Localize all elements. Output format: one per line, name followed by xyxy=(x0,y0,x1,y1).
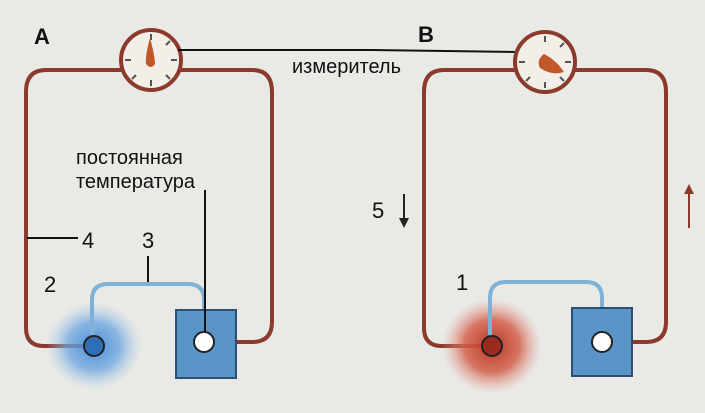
marker-3: 3 xyxy=(142,228,154,253)
reference-junction-b xyxy=(591,331,613,353)
panel-a: A постоянная температура 4 3 2 xyxy=(24,24,274,390)
dial-needle-b xyxy=(538,54,564,74)
panel-label-b: B xyxy=(418,22,434,47)
arrow-down-icon xyxy=(399,194,409,228)
constant-temp-label-line2: температура xyxy=(76,171,196,193)
circuit-wire-b xyxy=(422,68,518,348)
marker-5: 5 xyxy=(372,198,384,223)
meter-label-pointer-b xyxy=(371,49,521,53)
hot-junction-b xyxy=(481,335,503,357)
reference-junction-a xyxy=(193,331,215,353)
meter-dial-a xyxy=(119,28,183,92)
marker-2: 2 xyxy=(44,272,56,297)
thin-wire-a xyxy=(90,282,206,340)
meter-dial-b xyxy=(513,30,577,94)
panel-b: B 5 1 xyxy=(372,22,694,394)
panel-label-a: A xyxy=(34,24,50,49)
marker-4: 4 xyxy=(82,228,94,253)
thin-wire-b xyxy=(488,280,604,338)
constant-temp-label-line1: постоянная xyxy=(76,147,183,169)
circuit-wire-b-right xyxy=(572,68,668,344)
cold-junction-a xyxy=(83,335,105,357)
marker-1: 1 xyxy=(456,270,468,295)
arrow-up-icon xyxy=(684,184,694,228)
meter-label: измеритель xyxy=(292,56,401,78)
circuit-wire-a-right xyxy=(178,68,274,344)
circuit-wire-a xyxy=(24,68,124,348)
dial-needle-a xyxy=(145,38,155,67)
